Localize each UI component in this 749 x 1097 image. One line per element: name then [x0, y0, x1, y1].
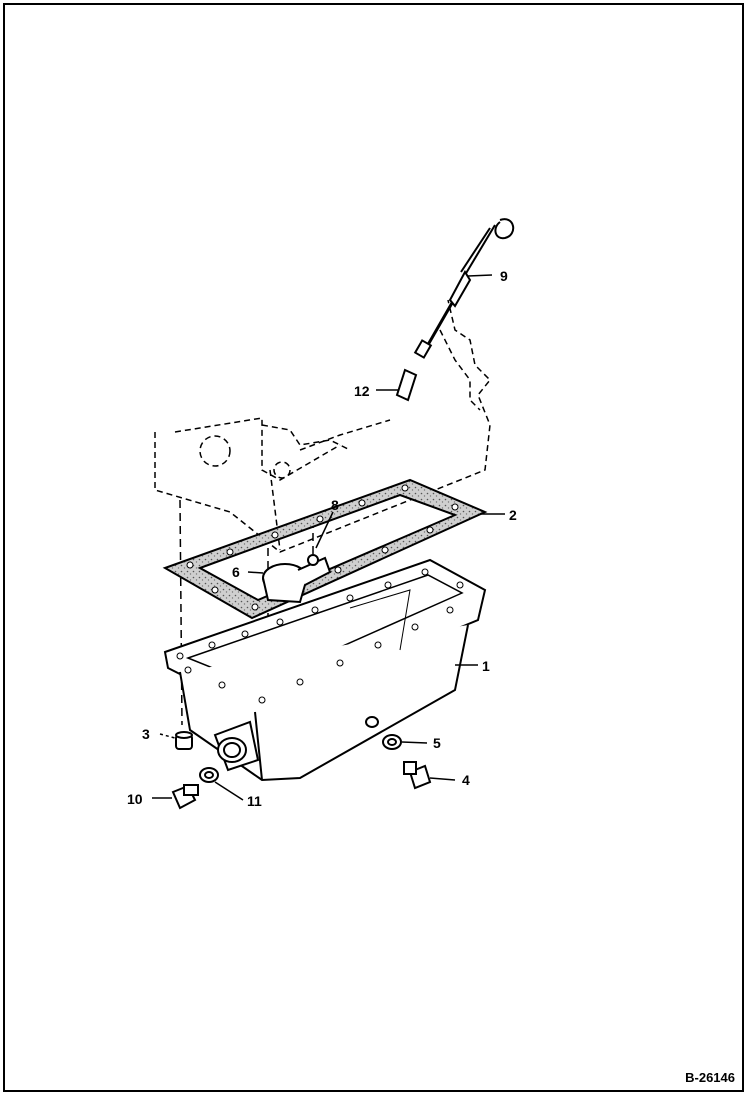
oil-strainer: [262, 554, 332, 604]
figure-id: B-26146: [685, 1070, 735, 1085]
oil-pan-gasket: [162, 478, 488, 620]
oil-pan: [163, 558, 487, 782]
callout-1: 1: [482, 658, 490, 674]
diagram-frame: [3, 3, 744, 1092]
callout-2: 2: [509, 507, 517, 523]
callout-8: 8: [331, 497, 339, 513]
engine-block-outline: [154, 299, 492, 553]
callout-5: 5: [433, 735, 441, 751]
callout-10: 10: [127, 791, 143, 807]
callout-12: 12: [354, 383, 370, 399]
callout-4: 4: [462, 772, 470, 788]
drain-plug-3: [175, 731, 193, 750]
callout-9: 9: [500, 268, 508, 284]
callout-3: 3: [142, 726, 150, 742]
dipstick: [413, 218, 515, 359]
callout-leaders: [152, 274, 505, 801]
drain-plug-10: [171, 784, 199, 810]
callout-6: 6: [232, 564, 240, 580]
dipstick-guide-tube: [395, 368, 418, 402]
washer-11: [199, 767, 219, 783]
drain-plug-4: [403, 761, 432, 790]
washer-5: [382, 734, 402, 750]
callout-11: 11: [247, 793, 262, 809]
